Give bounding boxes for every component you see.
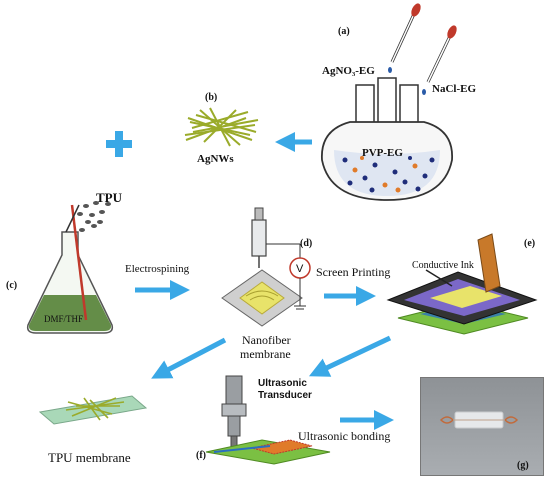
screen-printing-setup [386, 233, 538, 335]
sample-photo-content: (g) [421, 378, 543, 475]
dropper-right [422, 25, 457, 95]
pvp-eg-label: PVP-EG [362, 147, 403, 159]
panel-label-c: (c) [6, 280, 17, 291]
dropper-left [388, 3, 421, 73]
panel-label-g: (g) [517, 460, 529, 471]
panel-label-a: (a) [338, 26, 350, 37]
panel-label-e: (e) [524, 238, 535, 249]
ultrasonic-transducer-label-line2: Transducer [258, 390, 312, 401]
ultrasonic-transducer [221, 375, 247, 449]
plus-icon [106, 131, 132, 157]
nanoparticle-dots [342, 156, 435, 193]
erlenmeyer-flask [26, 204, 114, 334]
nacl-label: NaCl-EG [432, 83, 476, 95]
bonded-sample-photo: (g) [420, 377, 544, 476]
tpu-label: TPU [96, 190, 123, 205]
tpu-membrane-label: TPU membrane [48, 450, 131, 465]
agno3-label: AgNO₃-EG [322, 65, 375, 77]
arrow-to-ultrasonic [308, 335, 392, 377]
bonding-substrate [205, 439, 331, 465]
solvent-label: DMF/THF [44, 314, 83, 324]
panel-label-f: (f) [196, 450, 206, 461]
conductive-ink-label: Conductive Ink [412, 260, 474, 271]
syringe [251, 207, 267, 268]
panel-label-d: (d) [300, 238, 312, 249]
ultrasonic-bonding-label: Ultrasonic bonding [298, 429, 390, 443]
agnws-bundle [184, 107, 259, 147]
agnws-label: AgNWs [197, 153, 234, 165]
collector-plate [221, 269, 303, 327]
arrow-to-tpu-membrane [151, 337, 227, 379]
voltage-symbol: V [296, 263, 304, 275]
screen-printing-label: Screen Printing [316, 265, 390, 279]
panel-label-b: (b) [205, 92, 217, 103]
voltage-circuit: V [266, 243, 311, 310]
nanofiber-label-line1: Nanofiber [242, 333, 291, 347]
tpu-pellets [77, 201, 111, 232]
ultrasonic-transducer-label-line1: Ultrasonic [258, 378, 307, 389]
nanofiber-label-line2: membrane [240, 347, 291, 361]
tpu-membrane-strip [38, 395, 148, 425]
squeegee [477, 233, 501, 293]
electrospinning-label: Electrospining [125, 263, 190, 275]
round-bottom-flask [321, 77, 453, 201]
